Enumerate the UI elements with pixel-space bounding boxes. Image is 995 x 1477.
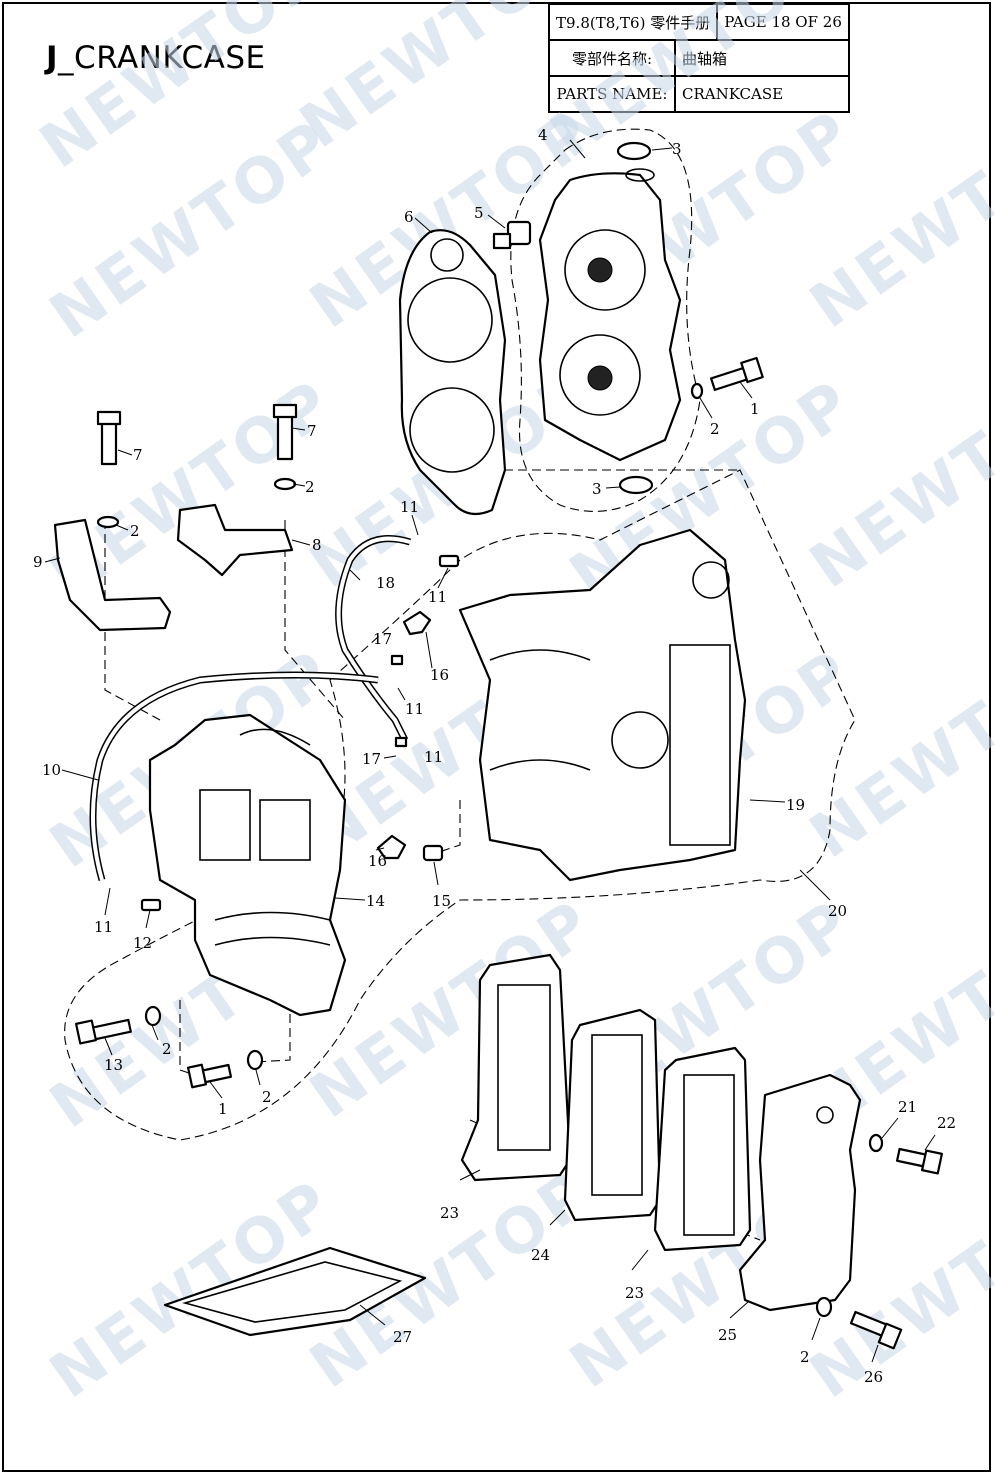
part-collar bbox=[394, 736, 408, 748]
page-title: J_CRANKCASE bbox=[46, 40, 266, 76]
part-crankcase-half bbox=[148, 713, 347, 1017]
callout-label: 3 bbox=[592, 480, 602, 498]
part-sensor bbox=[492, 220, 532, 250]
callout-label: 1 bbox=[750, 400, 760, 418]
callout-label: 26 bbox=[864, 1368, 883, 1386]
part-gasket-head bbox=[398, 229, 507, 516]
part-washer bbox=[273, 477, 297, 491]
part-washer bbox=[690, 382, 704, 400]
callout-label: 2 bbox=[130, 522, 140, 540]
callout-label: 5 bbox=[474, 204, 484, 222]
part-plug bbox=[618, 475, 654, 495]
callout-label: 21 bbox=[898, 1098, 917, 1116]
callout-label: 20 bbox=[828, 902, 847, 920]
callout-label: 18 bbox=[376, 574, 395, 592]
callout-label: 17 bbox=[362, 750, 381, 768]
callout-label: 2 bbox=[800, 1348, 810, 1366]
part-gasket-exhaust bbox=[653, 1046, 752, 1252]
part-washer bbox=[815, 1296, 833, 1318]
callout-label: 14 bbox=[366, 892, 385, 910]
part-fitting bbox=[402, 610, 432, 636]
part-exhaust-plate bbox=[563, 1008, 662, 1222]
callout-label: 6 bbox=[404, 208, 414, 226]
callout-label: 23 bbox=[625, 1284, 644, 1302]
callout-label: 11 bbox=[405, 700, 424, 718]
callout-label: 2 bbox=[262, 1088, 272, 1106]
part-bolt bbox=[74, 1018, 132, 1045]
part-fitting bbox=[140, 898, 162, 912]
callout-label: 25 bbox=[718, 1326, 737, 1344]
part-washer bbox=[246, 1049, 264, 1071]
callout-label: 11 bbox=[94, 918, 113, 936]
cn-name-value: 曲轴箱 bbox=[674, 39, 850, 77]
part-bolt bbox=[186, 1063, 233, 1089]
page-number: PAGE 18 OF 26 bbox=[716, 3, 850, 41]
callout-label: 19 bbox=[786, 796, 805, 814]
part-gasket-exhaust bbox=[460, 953, 572, 1182]
callout-label: 7 bbox=[307, 422, 317, 440]
part-collar bbox=[390, 654, 404, 666]
callout-label: 15 bbox=[432, 892, 451, 910]
callout-label: 11 bbox=[428, 588, 447, 606]
part-fitting bbox=[376, 834, 407, 860]
model-title: T9.8(T8,T6) 零件手册 bbox=[547, 3, 719, 41]
callout-label: 13 bbox=[104, 1056, 123, 1074]
callout-label: 2 bbox=[710, 420, 720, 438]
part-cylinder-head bbox=[538, 168, 682, 462]
part-bolt bbox=[272, 403, 298, 461]
callout-label: 12 bbox=[133, 934, 152, 952]
callout-label: 10 bbox=[42, 761, 61, 779]
callout-label: 2 bbox=[162, 1040, 172, 1058]
callout-label: 8 bbox=[312, 536, 322, 554]
part-bolt bbox=[895, 1147, 944, 1175]
callout-label: 22 bbox=[937, 1114, 956, 1132]
part-plug bbox=[616, 141, 652, 161]
callout-label: 27 bbox=[393, 1328, 412, 1346]
callout-label: 1 bbox=[218, 1100, 228, 1118]
part-bolt bbox=[96, 410, 122, 466]
callout-label: 2 bbox=[305, 478, 315, 496]
callout-label: 16 bbox=[430, 666, 449, 684]
en-name-value: CRANKCASE bbox=[674, 75, 850, 113]
part-washer bbox=[868, 1133, 884, 1153]
part-washer bbox=[144, 1005, 162, 1027]
callout-labels: 1 1 1 2 2 2 2 2 2 3 3 4 5 6 7 7 8 9 10 1… bbox=[33, 126, 956, 1386]
part-cylinder-block bbox=[458, 528, 747, 882]
part-washer bbox=[96, 515, 120, 529]
part-bracket bbox=[53, 518, 172, 632]
callout-label: 23 bbox=[440, 1204, 459, 1222]
callout-label: 11 bbox=[400, 498, 419, 516]
callout-label: 17 bbox=[373, 630, 392, 648]
part-gasket-base bbox=[163, 1246, 427, 1337]
part-bolt bbox=[849, 1310, 903, 1350]
callout-label: 11 bbox=[424, 748, 443, 766]
part-bracket bbox=[176, 503, 294, 577]
cn-name-label: 零部件名称: bbox=[548, 39, 676, 77]
part-bolt bbox=[710, 356, 764, 391]
part-exhaust-cover bbox=[738, 1073, 862, 1312]
callout-label: 3 bbox=[672, 140, 682, 158]
part-fitting bbox=[438, 554, 460, 568]
callout-label: 9 bbox=[33, 553, 43, 571]
part-dowel bbox=[422, 844, 444, 862]
callout-label: 7 bbox=[133, 446, 143, 464]
callout-label: 16 bbox=[368, 852, 387, 870]
en-name-label: PARTS NAME: bbox=[548, 75, 676, 113]
title-block: T9.8(T8,T6) 零件手册 PAGE 18 OF 26 零部件名称: 曲轴… bbox=[547, 3, 850, 113]
callout-label: 4 bbox=[538, 126, 548, 144]
leader-lines bbox=[44, 139, 936, 1363]
callout-label: 24 bbox=[531, 1246, 550, 1264]
